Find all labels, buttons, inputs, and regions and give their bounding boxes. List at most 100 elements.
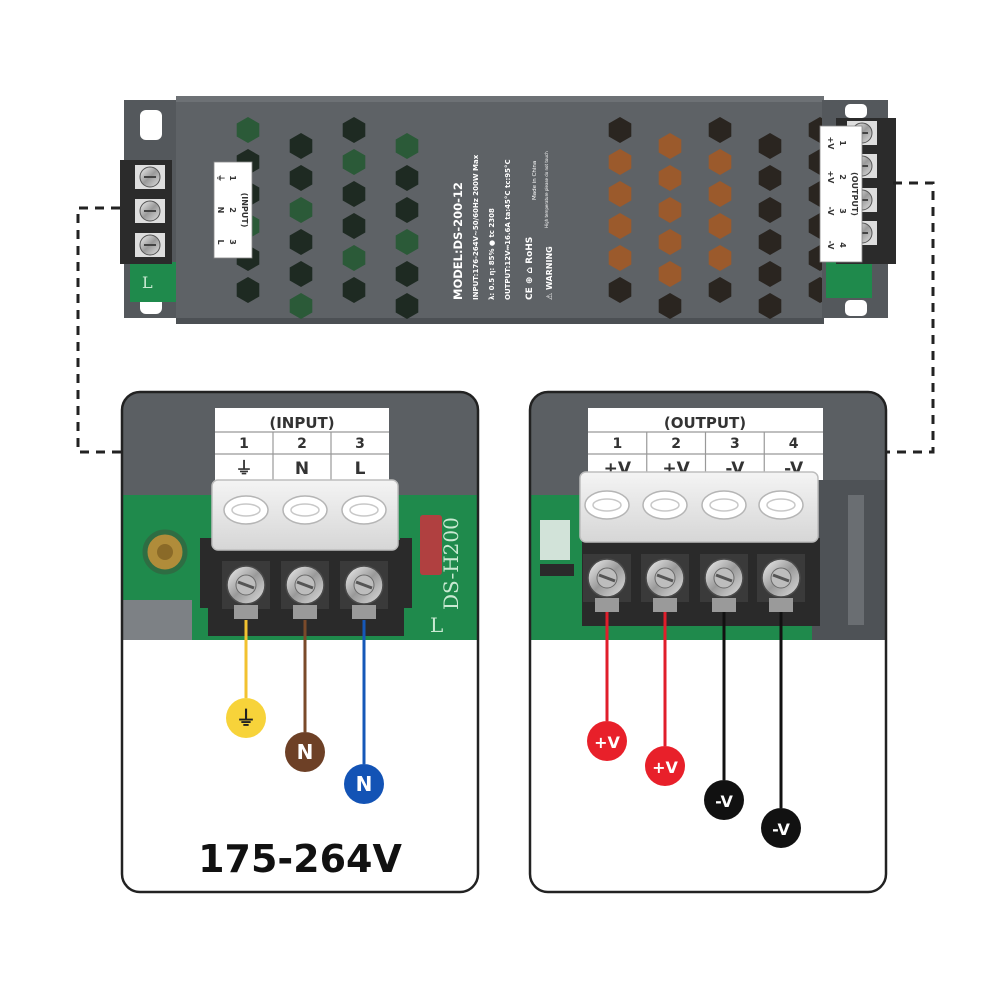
vent-hole (658, 229, 682, 255)
wire-badge-label: +V (594, 733, 620, 752)
terminal-cover-window (223, 495, 269, 525)
vent-hole (758, 229, 782, 255)
small-label-number: 3 (838, 208, 847, 214)
left-mount-slot (140, 110, 162, 140)
efficiency-text: λ: 0.5 η: 85% ● tc 2308 (488, 208, 496, 300)
wire-badge-label: -V (772, 820, 790, 839)
vent-hole (658, 197, 682, 223)
vent-hole (289, 261, 313, 287)
small-label-number: 2 (228, 207, 237, 213)
vent-hole (758, 197, 782, 223)
vent-hole (289, 133, 313, 159)
vent-hole (708, 245, 732, 271)
vent-hole (395, 197, 419, 223)
vent-hole (289, 165, 313, 191)
wire-badge (226, 698, 266, 738)
plate-terminal-number: 3 (730, 436, 740, 452)
vent-hole (658, 261, 682, 287)
output-label-header: (OUTPUT) (664, 414, 746, 432)
small-label-number: 4 (838, 242, 847, 248)
input-fuse (420, 515, 442, 575)
plate-terminal-number: 1 (613, 436, 623, 452)
vent-hole (658, 293, 682, 319)
small-label-symbol: -V (826, 207, 835, 217)
small-label-symbol: +V (826, 171, 835, 185)
vent-hole (236, 277, 260, 303)
vent-hole (708, 181, 732, 207)
terminal-cover-window (642, 490, 688, 520)
vent-hole (658, 165, 682, 191)
vent-hole (608, 245, 632, 271)
right-pcb-edge (826, 262, 872, 298)
vent-hole (708, 213, 732, 239)
small-label-header: (INPUT) (240, 193, 249, 228)
small-label-symbol: N (216, 207, 225, 214)
vent-hole (342, 149, 366, 175)
vent-hole (289, 229, 313, 255)
dashed-connector-input (76, 206, 122, 454)
input-pcb-letter: L (430, 613, 443, 637)
vent-hole (608, 117, 632, 143)
vent-hole (395, 261, 419, 287)
warning-text: ⚠ WARNING (545, 246, 554, 300)
vent-hole (342, 277, 366, 303)
vent-hole (708, 277, 732, 303)
wire-badge (285, 732, 325, 772)
input-case-side (122, 600, 192, 640)
output-spec-text: OUTPUT:12V⎓16.6A ta:45°C tc:95°C (504, 159, 512, 300)
vent-hole (289, 293, 313, 319)
right-mount-slot-bottom (845, 300, 867, 316)
wire-badge (761, 808, 801, 848)
ventilation-grille-left (236, 117, 419, 319)
output-detail-panel: (OUTPUT) 1+V2+V3-V4-V +V+V-V-V (528, 390, 888, 894)
plate-terminal-number: 4 (789, 436, 799, 452)
input-spec-text: INPUT:176-264V~50/60Hz 200W Max (472, 154, 480, 300)
terminal-cover-window (341, 495, 387, 525)
vent-hole (395, 133, 419, 159)
vent-hole (758, 133, 782, 159)
vent-hole (758, 165, 782, 191)
small-label-symbol: -V (826, 241, 835, 251)
small-label-number: 3 (228, 239, 237, 245)
wire-badge (344, 764, 384, 804)
plate-terminal-symbol: N (295, 459, 309, 479)
vent-hole (608, 277, 632, 303)
small-label-symbol: ⏚ (216, 174, 225, 182)
left-pcb-letter: L (142, 273, 153, 292)
case-bottom-edge (176, 318, 824, 324)
power-supply-unit: L MODEL:DS-200-12 INPUT:176-264V~50/60Hz… (120, 96, 896, 324)
wire-badge-label: -V (715, 792, 733, 811)
small-label-symbol: +V (826, 137, 835, 151)
terminal-cover-window (758, 490, 804, 520)
spec-label: MODEL:DS-200-12 INPUT:176-264V~50/60Hz 2… (451, 151, 554, 300)
vent-hole (342, 181, 366, 207)
certification-marks: CE ⊕ ⌂ RoHS (525, 237, 535, 300)
vent-hole (708, 117, 732, 143)
case-top-edge (176, 96, 824, 102)
vent-hole (608, 213, 632, 239)
input-pcb-marking: DS-H200 (439, 517, 463, 610)
wire-badge-label: N (297, 740, 314, 764)
input-voltage-label: 175-264V (198, 837, 402, 881)
vent-hole (758, 293, 782, 319)
vent-hole (395, 165, 419, 191)
output-terminal-cover (579, 471, 819, 543)
vent-hole (289, 197, 313, 223)
plate-terminal-number: 2 (671, 436, 681, 452)
terminal-cover-window (701, 490, 747, 520)
small-label-number: 1 (838, 140, 847, 146)
output-pcb-component (540, 520, 570, 560)
made-in-text: Made in China (532, 161, 538, 200)
plate-terminal-number: 2 (297, 436, 307, 452)
warning-small-text: High temperature please do not touch (544, 151, 549, 228)
dashed-connector-output (886, 181, 935, 454)
wire-badge-label: N (356, 772, 373, 796)
small-label-number: 2 (838, 174, 847, 180)
wire-badge (645, 746, 685, 786)
left-pcb-edge (130, 262, 178, 302)
wire-badge (704, 780, 744, 820)
vent-hole (658, 133, 682, 159)
